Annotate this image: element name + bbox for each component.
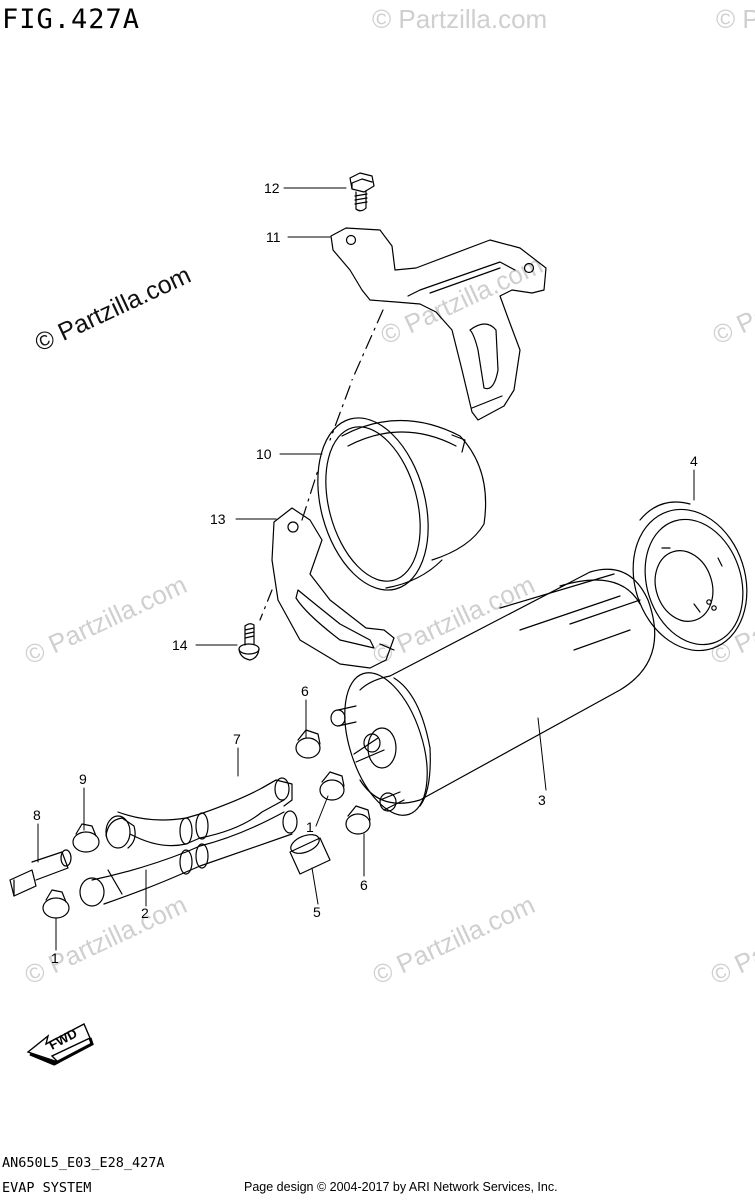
cap-4 [632,501,748,652]
strap-13 [271,507,395,669]
callout-1: 1 [306,819,314,835]
leader-dash [351,309,384,381]
callout-6: 6 [360,877,368,893]
hose-7 [105,777,293,849]
callout-10: 10 [256,446,272,462]
watermark-layer: © Partzilla.com © Partzilla.com © Partzi… [20,4,755,990]
callout-3: 3 [538,792,546,808]
bracket-11 [330,227,547,421]
clamp-1-left [42,889,70,919]
watermark: © Partzilla.com [368,569,539,670]
figure-code: AN650L5_E03_E28_427A [2,1155,165,1171]
callout-12: 12 [264,180,280,196]
watermark: © Partzilla.com [368,889,539,990]
clamp-1-mid [319,771,345,801]
figure-system: EVAP SYSTEM [2,1180,92,1196]
screw-14 [238,623,260,661]
watermark: © Partzilla.com [708,249,755,350]
cap-5 [289,834,331,875]
watermark: © Partzilla.com [706,889,755,990]
canister-3 [330,568,656,816]
figure-title: FIG.427A [2,4,141,35]
callout-13: 13 [210,511,226,527]
callout-8: 8 [33,807,41,823]
fitting-8 [9,849,72,897]
callout-5: 5 [313,904,321,920]
callout-1: 1 [51,950,59,966]
callout-6: 6 [301,683,309,699]
callout-labels: 12 11 10 13 14 4 7 6 9 8 3 1 2 5 6 1 [33,180,698,966]
leader-lines [37,187,695,951]
sleeve-10 [317,417,487,591]
watermark: © Partzilla.com [20,889,191,990]
callout-2: 2 [141,905,149,921]
watermark-main: © Partzilla.com [31,261,196,358]
leader-dash [259,589,273,621]
clamp-6-upper [295,729,321,759]
callout-11: 11 [266,229,281,245]
fwd-arrow-icon: FWD [26,1023,94,1066]
clamp-9 [72,823,100,853]
callout-7: 7 [233,731,241,747]
callout-9: 9 [79,771,87,787]
hose-2 [79,810,298,907]
watermark: © Partzilla.com [716,4,755,34]
watermark: © Partzilla.com [706,569,755,670]
bolt-12 [349,172,375,212]
callout-4: 4 [690,453,698,469]
leader-dash [301,469,319,521]
watermark: © Partzilla.com [372,4,547,34]
watermark: © Partzilla.com [20,569,191,670]
callout-14: 14 [172,637,188,653]
page-credit: Page design © 2004-2017 by ARI Network S… [244,1180,558,1194]
watermark: © Partzilla.com [376,249,547,350]
leader-dash [329,385,351,441]
clamp-6-lower [345,805,371,835]
